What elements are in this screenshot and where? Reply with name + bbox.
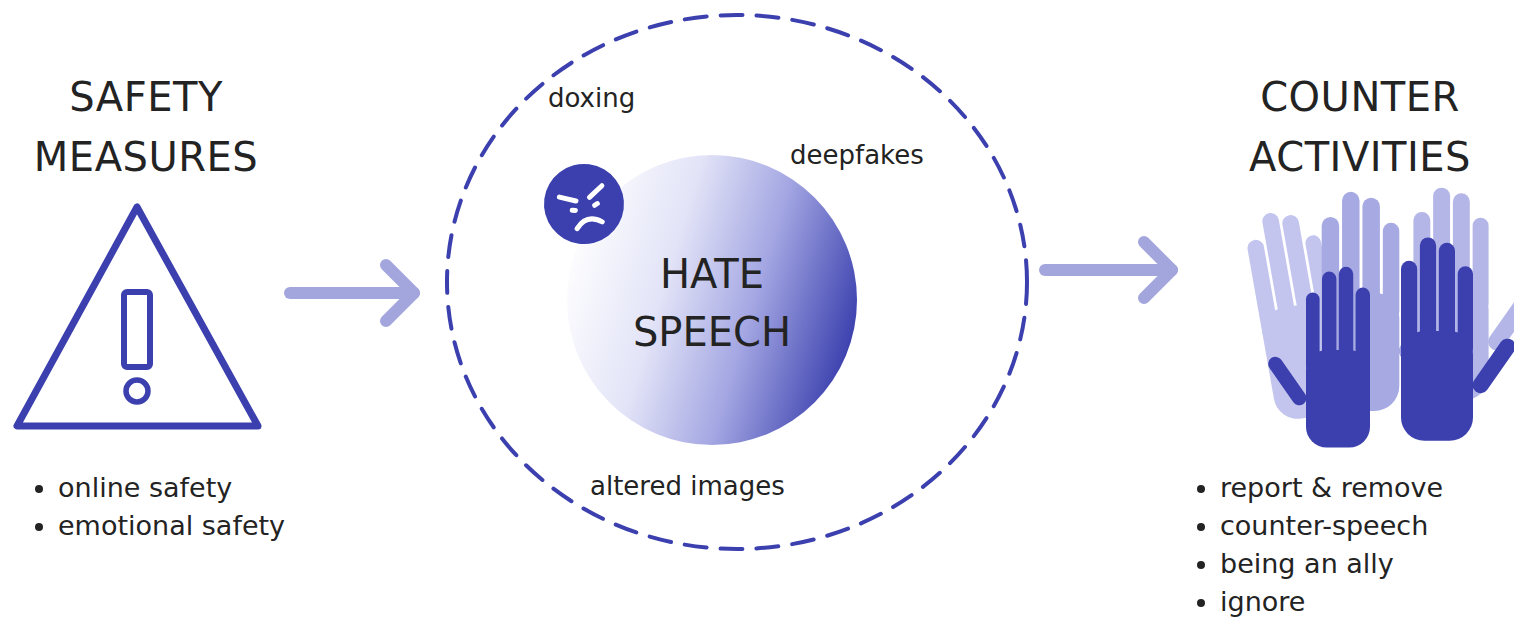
harm-label: altered images xyxy=(590,470,785,502)
column-heading: COUNTER ACTIVITIES xyxy=(1210,67,1510,187)
exclamation-bar xyxy=(124,292,150,367)
face-feature xyxy=(559,193,576,205)
face-disc xyxy=(535,155,633,253)
bullet-list: report & removecounter-speechbeing an al… xyxy=(1190,469,1443,621)
arrow-shaft xyxy=(290,287,414,299)
bullet-item: online safety xyxy=(58,469,285,507)
bullet-item: being an ally xyxy=(1220,545,1443,583)
blob-outline xyxy=(536,150,866,450)
hand-dark xyxy=(1401,237,1514,440)
arrow-head xyxy=(1144,242,1172,298)
bullet-item: ignore xyxy=(1220,583,1443,621)
node-column: COUNTER ACTIVITIES report & removecounter… xyxy=(1190,67,1510,623)
blob-title: HATE SPEECH xyxy=(607,245,817,361)
arrow-head xyxy=(386,265,414,321)
node-column: SAFETY MEASURES online safetyemotional sa… xyxy=(10,67,282,547)
bullet-item: emotional safety xyxy=(58,507,285,545)
harm-label: deepfakes xyxy=(790,139,924,171)
exclamation-dot xyxy=(126,380,148,402)
hate-speech-blob: HATE SPEECH xyxy=(536,150,866,450)
bullet-list: online safetyemotional safety xyxy=(28,469,285,545)
bullet-item: counter-speech xyxy=(1220,507,1443,545)
bullet-item: report & remove xyxy=(1220,469,1443,507)
face-feature xyxy=(587,186,604,198)
face-feature xyxy=(572,209,575,211)
flow-arrow xyxy=(1045,242,1172,298)
flow-arrow xyxy=(290,265,414,321)
triangle-outline xyxy=(17,207,258,426)
angry-face-icon xyxy=(535,155,633,253)
dashed-circle: doxing deepfakes altered images HATE SPEECH xyxy=(444,12,1030,552)
column-heading: SAFETY MEASURES xyxy=(10,67,282,187)
face-frown xyxy=(576,216,603,229)
arrow-shaft xyxy=(1045,264,1172,276)
warning-triangle xyxy=(17,207,258,426)
face-feature xyxy=(594,204,597,206)
harm-label: doxing xyxy=(548,82,635,114)
raised-hands xyxy=(1242,188,1514,448)
dashed-ring xyxy=(447,15,1027,549)
hand-dark xyxy=(1265,267,1370,448)
